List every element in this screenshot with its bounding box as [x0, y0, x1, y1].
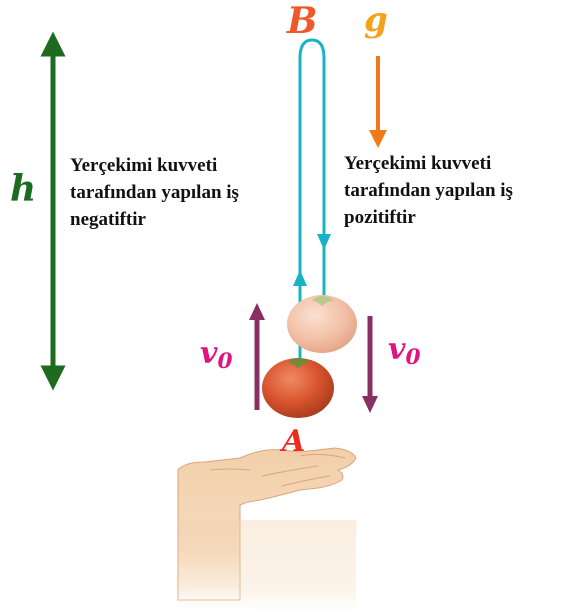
label-B: B: [287, 0, 318, 42]
hand-illustration: [177, 447, 357, 613]
note-left-line-1: Yerçekimi kuvveti: [70, 155, 218, 176]
velocity-arrowhead-up: [249, 303, 265, 320]
velocity-arrowhead-down: [362, 396, 378, 413]
note-left-line-2: tarafından yapılan iş: [70, 182, 239, 203]
label-h: h: [10, 168, 37, 210]
path-arrowhead-down: [317, 234, 331, 250]
note-left-line-3: negatiftir: [70, 209, 146, 230]
note-left: Yerçekimi kuvveti tarafından yapılan iş …: [70, 152, 239, 233]
label-g: g: [364, 0, 388, 40]
tomato-upper: [287, 295, 357, 353]
note-right: Yerçekimi kuvveti tarafından yapılan iş …: [344, 150, 513, 231]
trajectory-path: [298, 38, 326, 362]
label-v0-right: v0: [388, 332, 421, 371]
note-right-line-2: tarafından yapılan iş: [344, 180, 513, 201]
label-v0-left: v0: [200, 336, 233, 375]
gravity-arrowhead: [369, 130, 387, 148]
note-right-line-3: pozitiftir: [344, 207, 416, 228]
note-right-line-1: Yerçekimi kuvveti: [344, 153, 492, 174]
path-arrowhead-up: [293, 270, 307, 286]
tomato-lower: [262, 358, 334, 418]
label-A: A: [282, 424, 306, 459]
